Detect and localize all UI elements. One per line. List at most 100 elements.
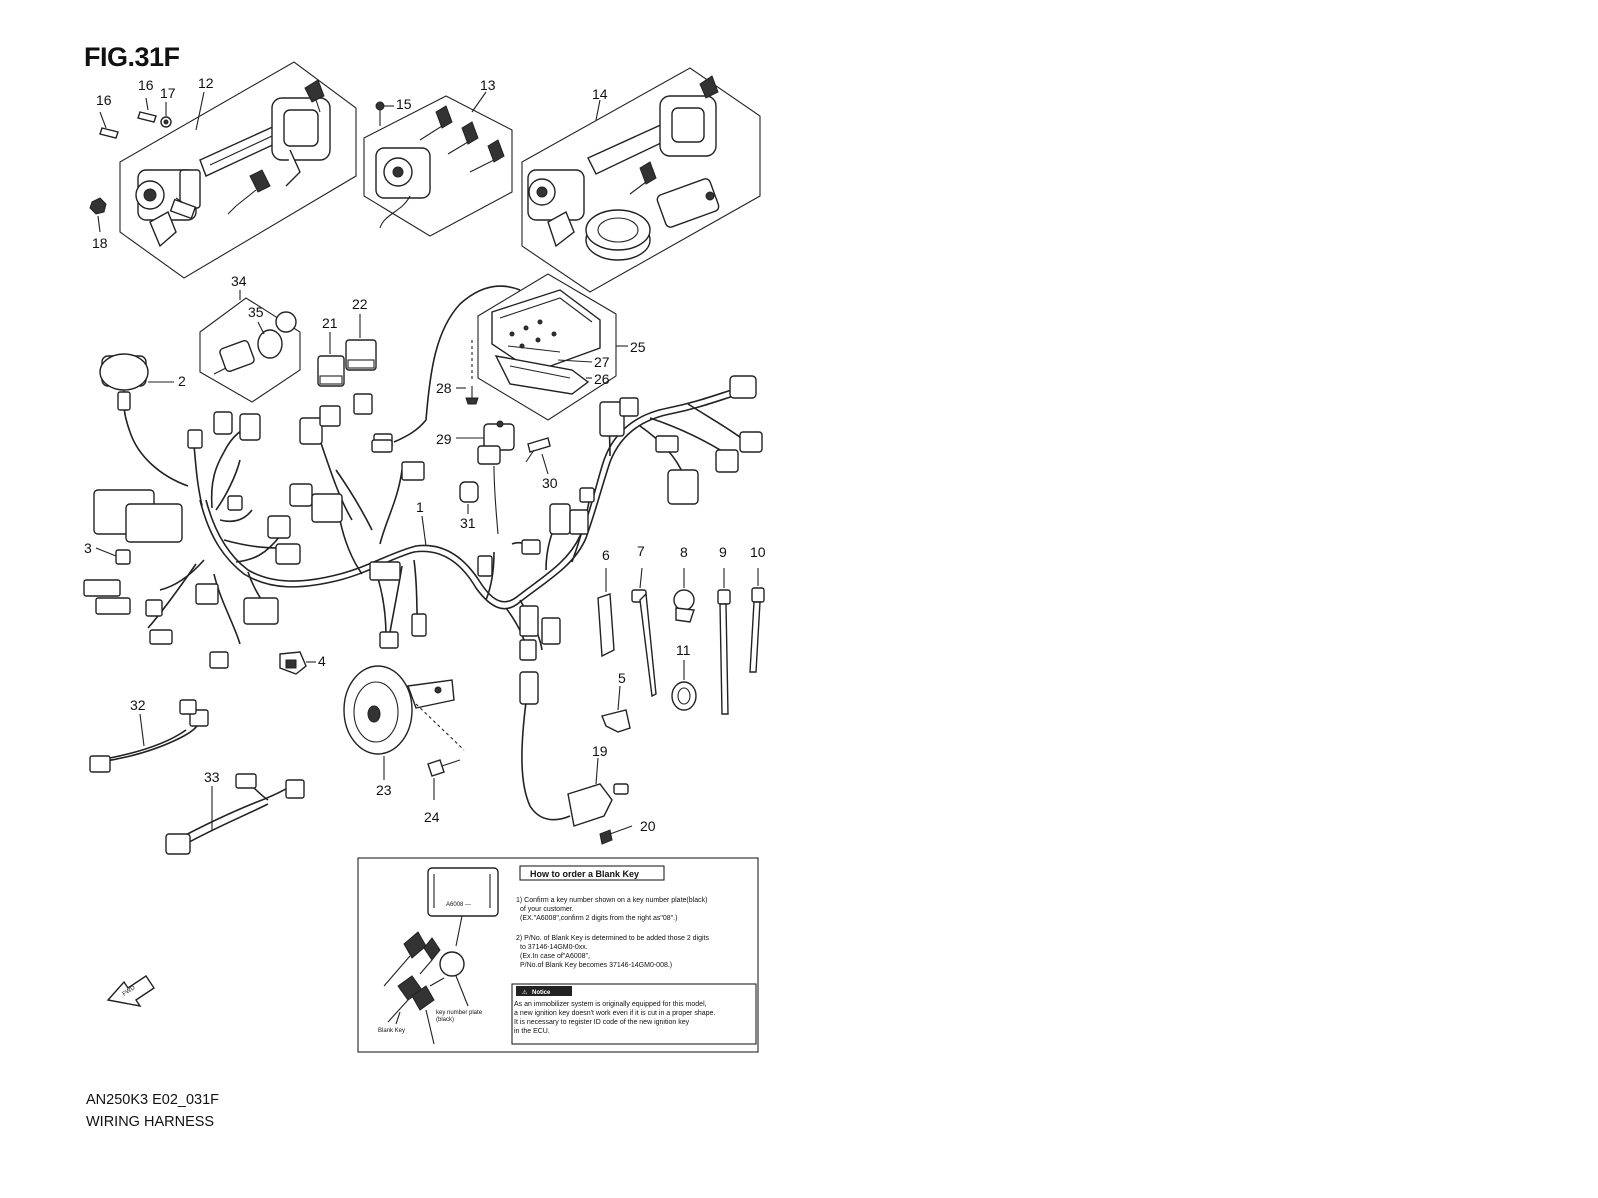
step2-line2: to 37146-14GM0-0xx. [520,944,588,951]
notice-line1: As an immobilizer system is originally e… [514,1001,707,1008]
callout-34: 34 [231,273,247,289]
callout-9: 9 [719,544,727,560]
callout-14: 14 [592,86,608,102]
warning-icon: ⚠ [522,989,528,996]
relay-22 [345,339,377,371]
callout-24: 24 [424,809,440,825]
blank-key-label: Blank Key [378,1028,405,1034]
blank-key-info-box: A6008 --- key number plate (black) Blank… [357,857,759,1053]
callout-35: 35 [248,304,264,320]
callout-22: 22 [352,296,368,312]
fwd-arrow-icon: FWD [106,975,155,1007]
ecu-cover-26 [494,355,590,395]
callout-23: 23 [376,782,392,798]
nut-18 [89,197,107,233]
callout-31: 31 [460,515,476,531]
plate-label-line1: key number plate [436,1010,483,1016]
callout-12: 12 [198,75,214,91]
callout-17: 17 [160,85,176,101]
callout-27: 27 [594,354,610,370]
tie-7 [631,567,657,698]
callout-21: 21 [322,315,338,331]
callout-2: 2 [178,373,186,389]
ecu-box [477,273,617,421]
step1-line1: 1) Confirm a key number shown on a key n… [516,897,707,904]
bolt-30 [525,437,551,463]
clamp-8 [673,568,695,623]
bolt-16a [99,111,119,139]
tie-9 [717,568,731,715]
step2-line4: P/No.of Blank Key becomes 37146-14GM0-00… [520,962,672,969]
callout-20: 20 [640,818,656,834]
plate-code: A6008 --- [446,902,471,908]
callout-15: 15 [396,96,412,112]
callout-32: 32 [130,697,146,713]
callout-29: 29 [436,431,452,447]
fuel-cap [585,209,651,261]
bolt-28 [465,340,479,405]
sensor-29 [477,420,515,535]
figure-name: WIRING HARNESS [86,1114,215,1130]
relay-21 [317,355,345,387]
ignition-switch-assembly [135,79,331,248]
callout-5: 5 [618,670,626,686]
sub-harness-33 [165,773,305,855]
fuse-holder-4 [279,651,316,675]
screw-20 [599,825,633,845]
step1-line2: of your customer. [520,906,574,913]
callout-1: 1 [416,499,424,515]
sensor-19 [519,671,629,827]
notice-line2: a new ignition key doesn't work even if … [514,1010,715,1017]
callout-13: 13 [480,77,496,93]
seat-lock [656,178,720,228]
bolt-24 [427,759,461,800]
connectors [83,355,763,669]
blank-key-heading: How to order a Blank Key [530,869,639,879]
callout-18: 18 [92,235,108,251]
lock-set-with-cap-box [521,67,761,293]
clamp-6 [597,568,615,658]
callout-33: 33 [204,769,220,785]
callout-6: 6 [602,547,610,563]
callout-labels: 1 2 3 4 5 6 7 8 9 10 11 12 13 14 15 16 1… [84,75,766,834]
callout-8: 8 [680,544,688,560]
screw-15 [375,101,394,126]
notice-line3: It is necessary to register ID code of t… [514,1019,690,1026]
callout-3: 3 [84,540,92,556]
callout-10: 10 [750,544,766,560]
step2-line3: (Ex.In case of"A6008", [520,953,590,960]
part-2-sensor [99,353,149,391]
step1-line3: (EX."A6008",confirm 2 digits from the ri… [520,915,677,922]
bolt-16b [137,97,157,123]
horn-23 [343,665,465,780]
callout-28: 28 [436,380,452,396]
clip-3 [95,547,131,565]
callout-16a: 16 [96,92,112,108]
notice-line4: in the ECU. [514,1028,550,1035]
ignition-switch-set-box [89,61,357,279]
callout-30: 30 [542,475,558,491]
callout-4: 4 [318,653,326,669]
lock-set-box [363,91,513,237]
bracket-5 [601,685,631,733]
socket-35 [213,311,297,375]
socket-kit-box [199,290,301,403]
callout-7: 7 [637,543,645,559]
callout-26: 26 [594,371,610,387]
step2-line1: 2) P/No. of Blank Key is determined to b… [516,935,710,942]
cushion-27 [507,345,561,353]
sub-harness-32 [89,699,209,773]
ecu-unit [491,289,601,373]
figure-title: FIG.31F [84,42,180,72]
callout-25: 25 [630,339,646,355]
main-harness [83,285,763,669]
figure-code: AN250K3 E02_031F [86,1092,220,1108]
plate-label-line2: (black) [436,1017,454,1023]
callout-19: 19 [592,743,608,759]
callout-16b: 16 [138,77,154,93]
clamp-11 [671,660,697,711]
washer-17 [160,102,172,128]
tie-10 [749,568,765,673]
key-pair [227,149,301,215]
